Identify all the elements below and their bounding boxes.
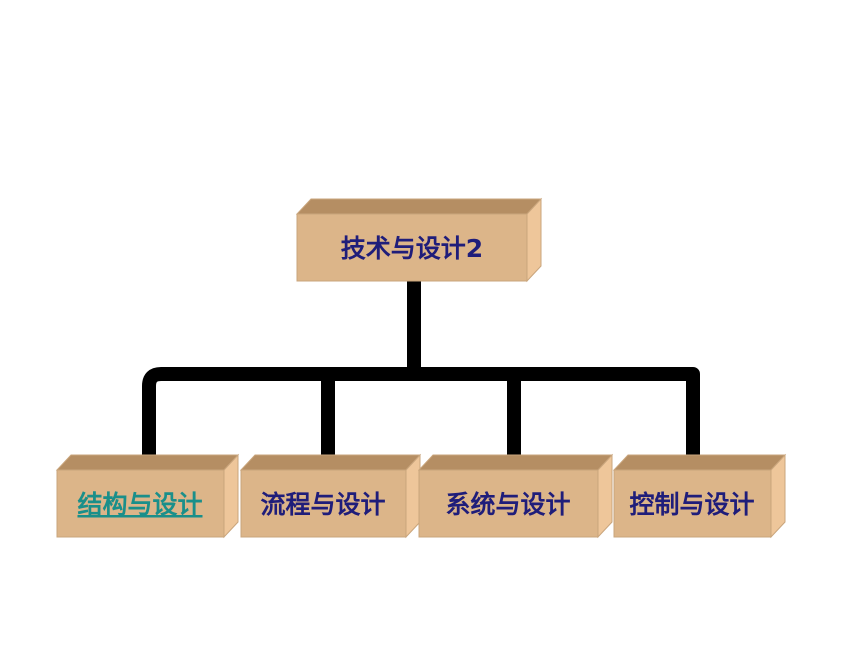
child-box-process: 流程与设计 [239, 453, 422, 539]
child-box-control-front [613, 469, 772, 538]
child-box-system-top [417, 454, 614, 471]
child-box-control-top [612, 454, 787, 471]
root-box-label: 技术与设计2 [341, 234, 483, 263]
child-label-system: 系统与设计 [445, 490, 570, 519]
child-box-control-side [770, 453, 786, 539]
child-box-system: 系统与设计 [417, 453, 614, 539]
child-box-process-front [240, 469, 407, 538]
child-label-process: 流程与设计 [260, 490, 385, 519]
child-box-system-side [597, 453, 613, 539]
child-label-control: 控制与设计 [629, 490, 754, 519]
child-box-structure-side [223, 453, 239, 539]
root-box-front [296, 213, 528, 282]
child-box-structure: 结构与设计 [55, 453, 240, 539]
child-box-control: 控制与设计 [612, 453, 787, 539]
child-box-structure-top [55, 454, 240, 471]
root-box: 技术与设计2 [295, 197, 543, 283]
connector-lines [142, 280, 700, 467]
root-box-top [295, 198, 543, 215]
child-box-system-front [418, 469, 599, 538]
child-box-structure-front [56, 469, 225, 538]
child-box-process-top [239, 454, 422, 471]
connector-horizontal-bar [142, 367, 700, 463]
child-label-structure-link[interactable]: 结构与设计 [77, 490, 202, 519]
child-box-process-side [405, 453, 421, 539]
root-box-side [526, 197, 542, 283]
